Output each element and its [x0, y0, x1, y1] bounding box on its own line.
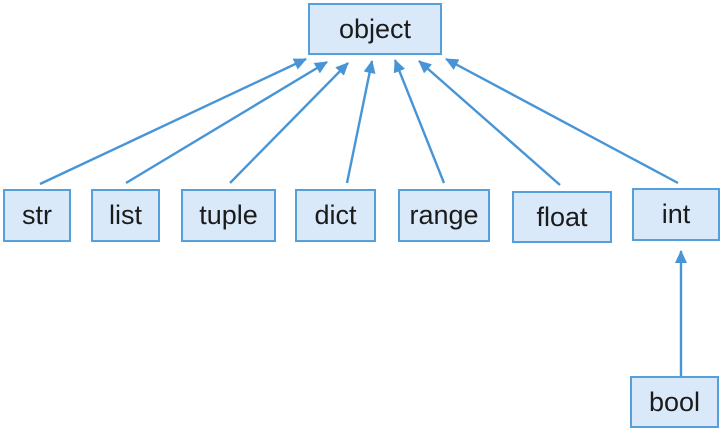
node-range: range: [398, 189, 490, 242]
node-tuple: tuple: [181, 189, 276, 242]
edge-range-object: [393, 59, 446, 184]
node-str: str: [3, 189, 71, 242]
node-dict: dict: [295, 189, 376, 242]
node-float: float: [512, 191, 612, 243]
node-object: object: [308, 3, 442, 55]
edge-float-object: [418, 60, 561, 186]
edge-dict-object: [345, 60, 376, 184]
node-list: list: [91, 189, 160, 242]
edge-int-object: [445, 57, 679, 185]
edge-str-object: [39, 57, 307, 186]
edge-list-object: [125, 60, 328, 185]
edge-tuple-object: [229, 62, 349, 184]
node-int: int: [632, 188, 720, 241]
node-bool: bool: [630, 376, 719, 428]
